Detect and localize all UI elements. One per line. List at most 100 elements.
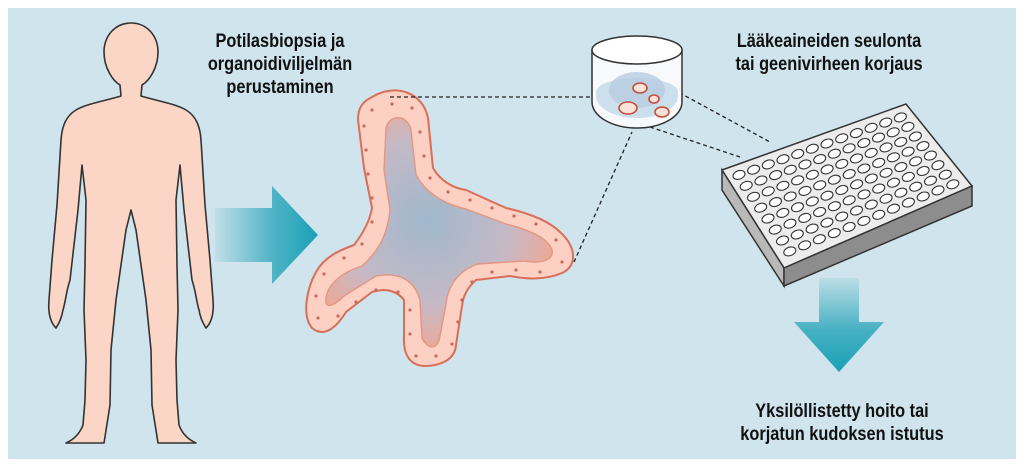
plate-well	[813, 180, 827, 191]
plate-well	[931, 185, 945, 196]
plate-well	[761, 159, 775, 170]
screening-label-line1: Lääkeaineiden seulonta	[736, 31, 922, 52]
plate-well	[820, 190, 834, 201]
plate-well	[857, 189, 871, 200]
plate-well	[805, 223, 819, 234]
plate-well	[776, 180, 790, 191]
plate-well	[813, 206, 827, 218]
arrow-right-icon	[215, 186, 318, 284]
plate-well	[894, 162, 908, 173]
plate-well	[827, 201, 841, 212]
plate-well	[886, 152, 900, 163]
plate-well	[805, 143, 819, 154]
plate-well	[886, 177, 901, 188]
plate-well	[783, 246, 797, 257]
biopsy-label-line2: organoidiviljelmän	[207, 54, 353, 75]
plate-well	[909, 181, 923, 192]
plate-well	[842, 143, 856, 154]
plate-well	[864, 173, 878, 184]
plate-well	[820, 164, 834, 175]
plate-well	[761, 213, 775, 224]
plate-well	[864, 199, 878, 210]
plate-well	[798, 212, 812, 223]
plate-well	[879, 167, 893, 178]
plate-well	[805, 169, 819, 180]
connector-lines	[390, 85, 771, 263]
plate-well	[923, 150, 937, 161]
plate-well	[916, 165, 930, 177]
plate-well	[916, 191, 930, 202]
plate-well	[835, 211, 849, 222]
plate-well	[864, 147, 878, 158]
petri-dish-icon	[591, 35, 683, 129]
plate-well	[857, 215, 871, 226]
plate-well	[820, 217, 834, 228]
plate-well	[790, 202, 805, 213]
plate-well	[908, 131, 922, 142]
biopsy-label-line3: perustaminen	[226, 77, 334, 98]
plate-well	[901, 146, 915, 157]
plate-well	[732, 169, 746, 180]
plate-well	[842, 169, 856, 180]
plate-well	[798, 159, 812, 170]
plate-well	[769, 170, 783, 181]
plate-well	[886, 127, 900, 138]
plate-well	[842, 195, 856, 206]
plate-well	[946, 179, 960, 190]
plate-well	[812, 234, 826, 245]
plate-well	[886, 203, 901, 214]
screening-label-line2: tai geenivirheen korjaus	[735, 54, 923, 75]
plate-well	[835, 184, 849, 196]
plate-well	[938, 169, 952, 180]
plate-well	[783, 218, 797, 229]
plate-well	[761, 186, 775, 197]
plate-well	[776, 207, 790, 218]
therapy-label: Yksilöllistetty hoito tai korjatun kudok…	[730, 400, 954, 446]
biopsy-label: Potilasbiopsia ja organoidiviljelmän per…	[194, 30, 366, 99]
plate-well	[894, 187, 908, 198]
plate-well	[775, 235, 790, 246]
plate-well	[872, 183, 886, 194]
plate-well	[835, 158, 849, 169]
plate-well	[872, 157, 886, 168]
plate-well	[842, 221, 856, 233]
biopsy-label-line1: Potilasbiopsia ja	[215, 31, 345, 52]
plate-well	[909, 156, 923, 167]
plate-well	[768, 224, 782, 235]
therapy-label-line1: Yksilöllistetty hoito tai	[755, 401, 929, 422]
plate-well	[894, 136, 908, 148]
therapy-label-line2: korjatun kudoksen istutus	[740, 424, 944, 445]
plate-well	[827, 228, 841, 239]
arrow-down-icon	[794, 278, 884, 372]
plate-well	[850, 179, 864, 190]
plate-well	[849, 205, 864, 216]
human-body-icon	[47, 22, 215, 444]
plate-well	[871, 132, 886, 143]
plate-well	[879, 193, 893, 204]
plate-well	[879, 117, 893, 128]
organoid-icon	[305, 89, 574, 367]
plate-well	[739, 180, 753, 191]
plate-well	[754, 202, 768, 213]
plate-well	[798, 185, 812, 196]
plate-well	[893, 112, 907, 123]
plate-well	[791, 175, 805, 186]
plate-well	[849, 153, 864, 164]
plate-well	[864, 122, 878, 133]
plate-well	[747, 164, 761, 175]
plate-well	[857, 137, 871, 149]
plate-well	[790, 229, 804, 240]
plate-well	[813, 154, 827, 165]
plate-well	[776, 154, 790, 165]
plate-well	[783, 191, 797, 202]
plate-well	[835, 133, 849, 144]
plate-well	[931, 160, 945, 171]
plate-well	[754, 175, 768, 186]
plate-well	[849, 128, 863, 139]
plate-well	[791, 148, 805, 160]
plate-well	[827, 174, 841, 185]
plate-well	[820, 138, 834, 149]
plate-well	[901, 197, 915, 208]
